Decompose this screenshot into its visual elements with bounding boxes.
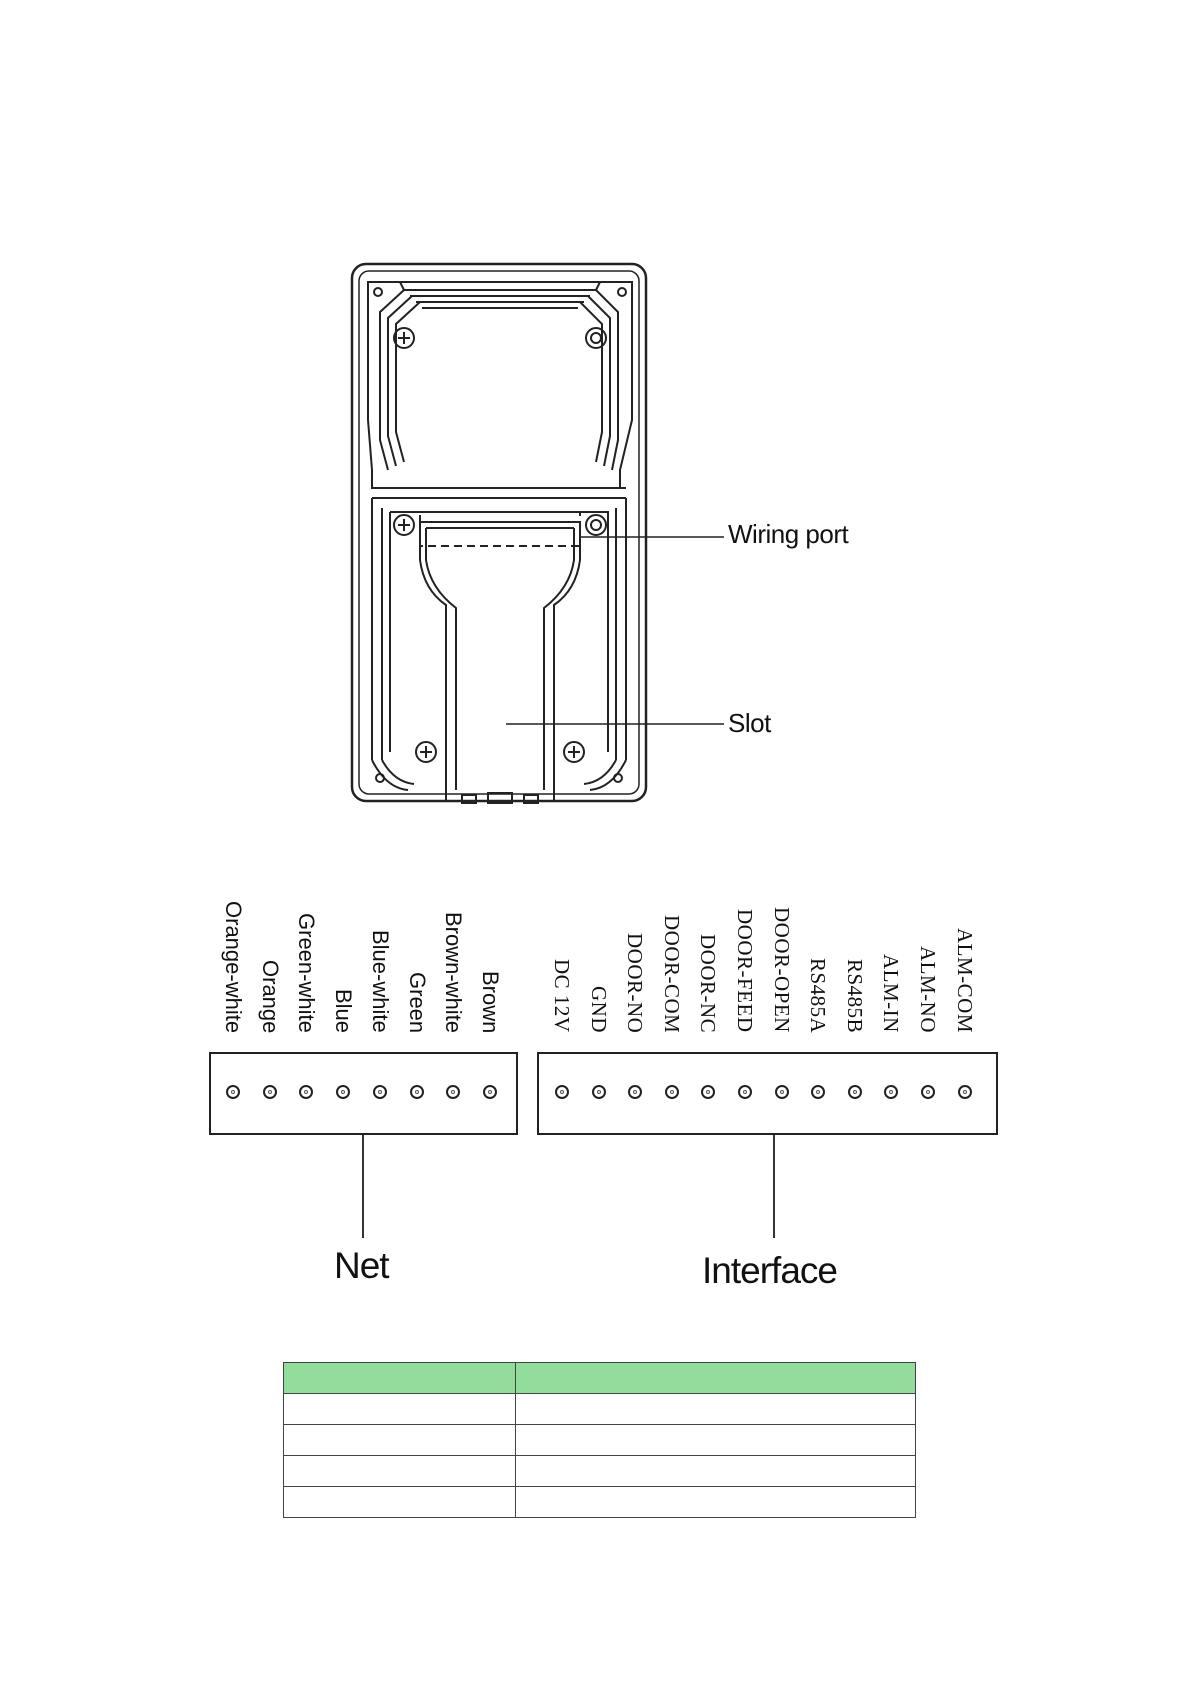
table-cell	[515, 1486, 916, 1518]
interface-pin	[774, 1085, 789, 1099]
net-pin-label: Brown-white	[441, 912, 467, 1034]
interface-pin	[591, 1085, 606, 1099]
interface-pin	[664, 1085, 679, 1099]
net-pin-label: Orange-white	[221, 901, 246, 1034]
interface-pin-label: RS485A	[806, 958, 831, 1034]
interface-pin-label: GND	[586, 986, 611, 1033]
interface-pin	[628, 1085, 643, 1099]
interface-pin	[847, 1085, 862, 1099]
interface-terminal-block	[537, 1052, 998, 1135]
interface-pin-label: DOOR-FEED	[733, 909, 757, 1033]
wiring-port-label: Wiring port	[728, 519, 849, 549]
net-title: Net	[334, 1245, 390, 1286]
table-cell	[283, 1486, 516, 1518]
interface-pin	[811, 1085, 826, 1099]
table-header-cell	[515, 1362, 916, 1394]
net-pin-label: Green	[404, 972, 430, 1034]
interface-pin-label: ALM-IN	[879, 954, 904, 1033]
table-header-row	[283, 1362, 916, 1394]
table-cell	[515, 1424, 916, 1456]
interface-pin	[957, 1085, 972, 1099]
net-leader-line	[362, 1135, 364, 1238]
table-cell	[515, 1455, 916, 1487]
interface-pin-label: RS485B	[842, 959, 867, 1034]
net-pin-label: Green-white	[294, 913, 320, 1033]
net-pin-label: Orange	[257, 960, 283, 1034]
interface-pin-label: ALM-COM	[952, 928, 977, 1034]
net-pin	[409, 1085, 424, 1099]
table-cell	[515, 1393, 916, 1425]
net-pin	[226, 1085, 240, 1099]
net-pin	[336, 1085, 351, 1099]
interface-pin	[921, 1085, 935, 1099]
interface-pin	[738, 1085, 752, 1099]
table-cell	[283, 1393, 516, 1425]
interface-pin-label: DOOR-NC	[696, 934, 721, 1034]
net-pin-label: Blue	[331, 989, 357, 1034]
info-table	[283, 1362, 916, 1518]
table-row	[283, 1486, 916, 1518]
table-cell	[283, 1455, 516, 1487]
interface-pin	[555, 1085, 569, 1099]
slot-label: Slot	[728, 708, 771, 738]
net-pin	[482, 1085, 497, 1099]
table-header-cell	[283, 1362, 516, 1394]
interface-pin-label: DC 12V	[550, 959, 574, 1033]
net-pin-label: Brown	[477, 971, 503, 1034]
net-pin	[262, 1085, 277, 1099]
net-pin	[446, 1085, 461, 1099]
net-pin	[372, 1085, 387, 1099]
table-row	[283, 1424, 916, 1456]
net-terminal-block	[209, 1052, 518, 1135]
interface-pin-label: ALM-NO	[916, 946, 940, 1033]
interface-pin-label: DOOR-NO	[623, 933, 648, 1034]
interface-leader-line	[773, 1135, 775, 1238]
interface-pin-label: DOOR-OPEN	[769, 907, 794, 1033]
net-pin	[299, 1085, 314, 1099]
table-cell	[283, 1424, 516, 1456]
interface-title: Interface	[702, 1250, 838, 1291]
interface-pin	[701, 1085, 716, 1099]
interface-pin	[884, 1085, 899, 1099]
table-row	[283, 1455, 916, 1487]
interface-pin-label: DOOR-COM	[659, 915, 684, 1034]
net-pin-label: Blue-white	[367, 930, 393, 1033]
table-row	[283, 1393, 916, 1425]
